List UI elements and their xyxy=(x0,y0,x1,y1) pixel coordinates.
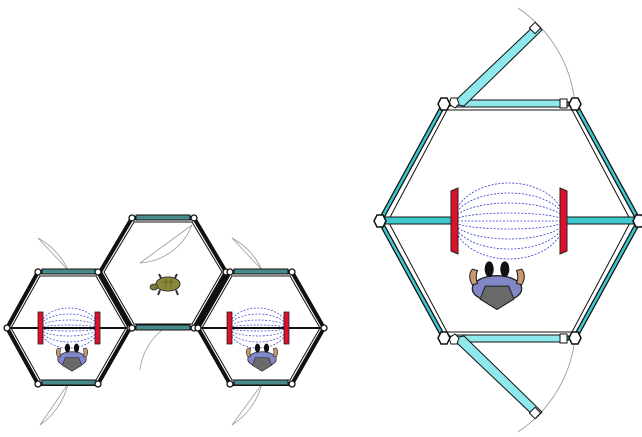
door-panel xyxy=(41,268,97,275)
door-panel-open xyxy=(450,23,543,107)
seated-person-icon xyxy=(469,260,525,311)
magnet-coil-assembly xyxy=(37,307,101,349)
cluster-panel xyxy=(3,214,328,426)
magnet-coil xyxy=(450,187,459,255)
door-latch xyxy=(528,21,542,35)
door-latch xyxy=(559,98,568,109)
door-swing-arcs xyxy=(517,7,576,433)
coil-support-bar xyxy=(566,216,640,225)
hinge-nodes xyxy=(373,97,642,345)
door-panel-top xyxy=(448,21,568,109)
door-panel-bottom xyxy=(448,333,568,420)
field-lines xyxy=(453,182,565,260)
door-panel xyxy=(454,334,566,343)
door-panel xyxy=(41,379,97,386)
magnet-coil-assembly xyxy=(379,182,640,260)
magnet-coil xyxy=(37,311,44,345)
magnet-coil xyxy=(226,311,233,345)
door-panel xyxy=(135,214,191,221)
magnet-coil xyxy=(283,311,290,345)
magnet-coil xyxy=(559,187,568,255)
turtle-icon xyxy=(149,273,181,296)
magnet-coil-assembly xyxy=(226,307,290,349)
door-panel-open xyxy=(450,335,543,419)
single-cell-detail-panel xyxy=(373,7,642,433)
door-panel xyxy=(233,379,289,386)
door-latch xyxy=(559,333,568,344)
door-panel xyxy=(135,324,191,331)
hinge-nodes xyxy=(3,214,328,388)
left-hex-cell xyxy=(4,268,133,386)
door-swing-arcs xyxy=(37,224,263,426)
door-latch xyxy=(528,406,542,420)
door-panel xyxy=(454,99,566,108)
hexagon-frame-inner xyxy=(103,221,223,325)
door-panel xyxy=(233,268,289,275)
coil-support-bar xyxy=(379,216,453,225)
magnet-coil xyxy=(94,311,101,345)
